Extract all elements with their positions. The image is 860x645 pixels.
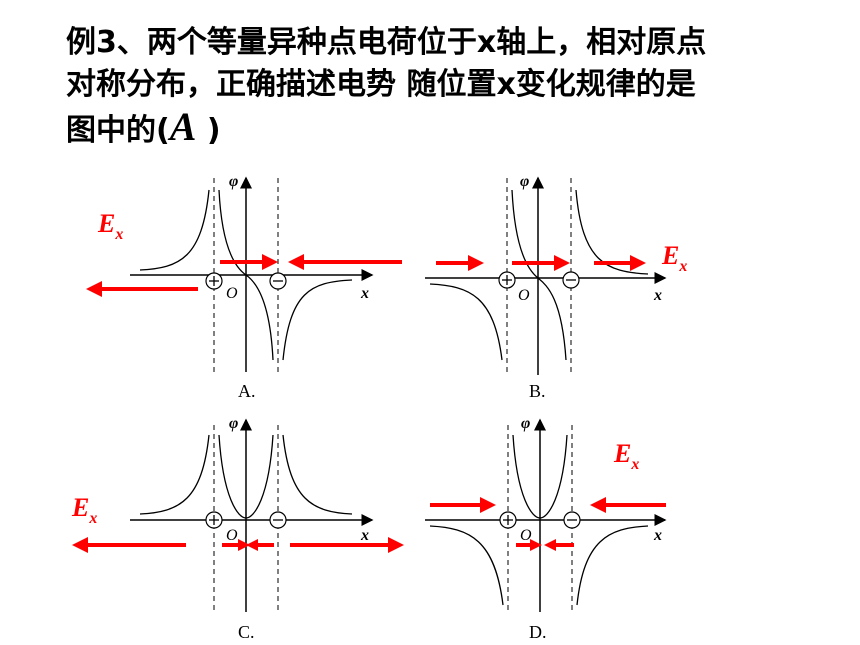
- panel-b-origin-label: O: [518, 287, 530, 304]
- panel-b-x-label: x: [653, 287, 662, 304]
- question-line-3-suffix: ): [196, 113, 221, 148]
- panel-b-arrow-left-outer-head: [468, 255, 484, 271]
- panel-d-caption: D.: [529, 622, 547, 642]
- panel-c-field-label: Ex: [71, 493, 97, 527]
- panel-d-arrow-center-right-head: [530, 539, 542, 551]
- panel-b-arrow-right-outer-head: [630, 255, 646, 271]
- panel-c-arrow-right-outer-head: [388, 537, 404, 553]
- panel-d-arrow-left-outer-head: [480, 497, 496, 513]
- panel-c-phi-label: φ: [229, 415, 238, 432]
- panel-d-field-label: Ex: [613, 439, 639, 473]
- question-line-3: 图中的(A ): [66, 106, 826, 152]
- panel-a-caption: A.: [238, 381, 256, 401]
- panel-c-origin-label: O: [226, 527, 238, 544]
- panel-a-origin-label: O: [226, 285, 238, 302]
- question-text: 例3、两个等量异种点电荷位于x轴上，相对原点 对称分布，正确描述电势 随位置x变…: [66, 22, 826, 152]
- answer-letter: A: [169, 104, 197, 149]
- question-line-2: 对称分布，正确描述电势 随位置x变化规律的是: [66, 67, 696, 102]
- panel-c-arrow-center-left-head: [246, 539, 258, 551]
- question-line-1: 例3、两个等量异种点电荷位于x轴上，相对原点: [66, 25, 707, 60]
- panel-a-curve-right: [282, 279, 353, 361]
- panel-d-x-label: x: [653, 527, 662, 544]
- panel-b-curve-left: [429, 283, 503, 361]
- panel-d: φ x O D. Ex: [425, 415, 667, 642]
- panel-c-caption: C.: [238, 622, 255, 642]
- panel-d-phi-label: φ: [521, 415, 530, 432]
- question-line-3-prefix: 图中的(: [66, 113, 170, 148]
- panel-d-curve-right: [576, 525, 649, 606]
- panel-d-origin-label: O: [520, 527, 532, 544]
- panel-c-curve-right: [282, 434, 353, 515]
- panel-a-field-label: Ex: [97, 209, 123, 243]
- panel-a-arrow-center-head: [262, 254, 278, 270]
- panel-b-arrow-center-head: [554, 255, 570, 271]
- panel-c-arrow-left-outer-head: [72, 537, 88, 553]
- panel-b-caption: B.: [529, 381, 546, 401]
- panel-c-curve-middle: [218, 434, 274, 519]
- panel-a-x-label: x: [360, 285, 369, 302]
- panel-b-phi-label: φ: [520, 173, 529, 190]
- panel-d-curve-middle: [512, 434, 568, 519]
- panel-b-field-label: Ex: [661, 241, 687, 275]
- panel-a-phi-label: φ: [229, 173, 238, 190]
- panel-a: φ x O A. Ex: [86, 173, 402, 401]
- panel-d-arrow-right-outer-head: [590, 497, 606, 513]
- panel-a-curve-left: [139, 189, 210, 271]
- panel-a-arrow-right-outer-head: [288, 254, 304, 270]
- panel-d-arrow-center-left-head: [544, 539, 556, 551]
- panel-a-curve-middle: [218, 189, 274, 361]
- panel-b: φ x O B. Ex: [425, 173, 687, 401]
- panel-b-curve-right: [575, 189, 649, 275]
- panel-c-curve-left: [139, 434, 210, 515]
- panel-d-curve-left: [429, 525, 504, 606]
- panel-c-arrow-center-right-head: [238, 539, 250, 551]
- panel-c: φ x O C. Ex: [71, 415, 404, 642]
- panel-b-curve-middle: [511, 189, 567, 361]
- panel-a-arrow-left-outer-head: [86, 281, 102, 297]
- panel-c-x-label: x: [360, 527, 369, 544]
